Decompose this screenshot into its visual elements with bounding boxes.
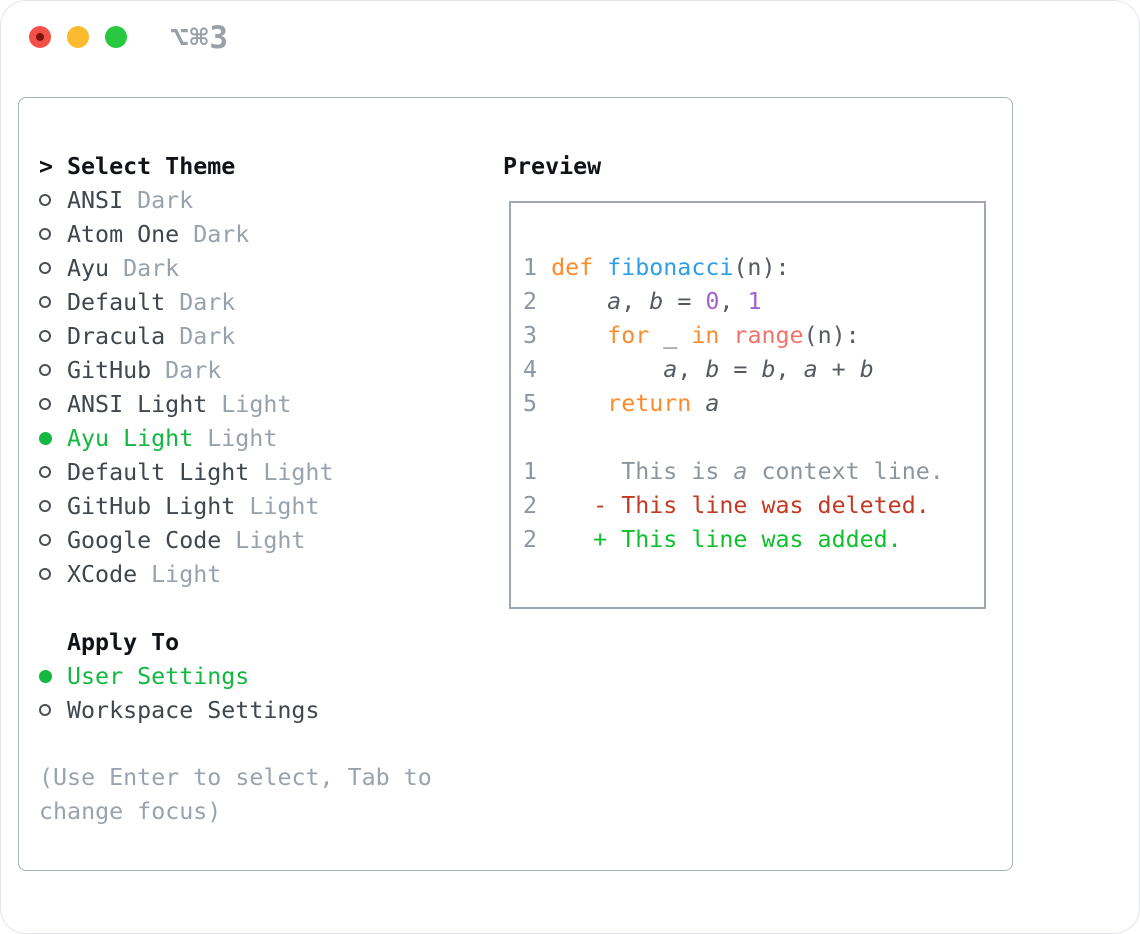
zoom-button[interactable]	[105, 26, 127, 48]
theme-option-label: Default	[67, 288, 166, 316]
radio-icon	[39, 228, 67, 240]
theme-option-ansi[interactable]: ANSI Dark	[39, 183, 333, 217]
radio-icon	[39, 534, 67, 546]
radio-icon	[39, 466, 67, 478]
theme-option-default-light[interactable]: Default Light Light	[39, 455, 333, 489]
apply-option-user-settings[interactable]: User Settings	[39, 659, 319, 693]
theme-variant-tag: Light	[249, 492, 320, 520]
apply-option-workspace-settings[interactable]: Workspace Settings	[39, 693, 319, 727]
theme-option-ayu[interactable]: Ayu Dark	[39, 251, 333, 285]
radio-icon	[39, 568, 67, 580]
select-theme-title: Select Theme	[67, 152, 236, 180]
preview-line: 1 This is a context line.	[523, 458, 944, 485]
apply-option-label: Workspace Settings	[67, 696, 320, 724]
theme-variant-tag: Dark	[123, 254, 180, 282]
preview-line: 2 a, b = 0, 1	[523, 288, 762, 315]
theme-option-google-code[interactable]: Google Code Light	[39, 523, 333, 557]
theme-option-label: Ayu Light	[67, 424, 194, 452]
radio-icon	[39, 398, 67, 410]
theme-variant-tag: Dark	[137, 186, 194, 214]
theme-variant-tag: Light	[207, 424, 278, 452]
help-text: (Use Enter to select, Tab to change focu…	[39, 761, 432, 829]
theme-option-dracula[interactable]: Dracula Dark	[39, 319, 333, 353]
theme-option-label: Ayu	[67, 254, 110, 282]
preview-code: 1 def fibonacci(n): 2 a, b = 0, 1 3 for _ …	[523, 251, 984, 557]
theme-option-label: Default Light	[67, 458, 250, 486]
prompt-icon: >	[39, 152, 54, 180]
theme-option-ayu-light[interactable]: Ayu Light Light	[39, 421, 333, 455]
help-line-2: change focus)	[39, 798, 222, 825]
theme-option-github[interactable]: GitHub Dark	[39, 353, 333, 387]
theme-option-label: Dracula	[67, 322, 166, 350]
preview-title: Preview	[503, 152, 602, 180]
window-shortcut-label: ⌥⌘3	[170, 20, 229, 56]
close-dot-icon	[36, 33, 44, 41]
theme-variant-tag: Dark	[179, 288, 236, 316]
radio-icon	[39, 500, 67, 512]
preview-line: 5 return a	[523, 390, 720, 417]
preview-line: 2 - This line was deleted.	[523, 492, 930, 519]
theme-option-label: GitHub Light	[67, 492, 236, 520]
theme-option-label: XCode	[67, 560, 138, 588]
theme-option-ansi-light[interactable]: ANSI Light Light	[39, 387, 333, 421]
theme-variant-tag: Light	[263, 458, 334, 486]
radio-icon	[39, 364, 67, 376]
theme-option-github-light[interactable]: GitHub Light Light	[39, 489, 333, 523]
radio-selected-icon	[39, 431, 67, 445]
radio-icon	[39, 704, 67, 716]
preview-line: 2 + This line was added.	[523, 526, 902, 553]
theme-variant-tag: Light	[151, 560, 222, 588]
apply-to-title: Apply To	[67, 628, 180, 656]
theme-variant-tag: Light	[235, 526, 306, 554]
theme-option-label: GitHub	[67, 356, 152, 384]
radio-icon	[39, 194, 67, 206]
apply-option-label: User Settings	[67, 662, 250, 690]
theme-option-atom-one[interactable]: Atom One Dark	[39, 217, 333, 251]
preview-line	[523, 421, 984, 455]
close-button[interactable]	[29, 26, 51, 48]
radio-icon	[39, 296, 67, 308]
theme-option-label: ANSI	[67, 186, 124, 214]
theme-option-xcode[interactable]: XCode Light	[39, 557, 333, 591]
radio-selected-icon	[39, 669, 67, 683]
theme-option-default[interactable]: Default Dark	[39, 285, 333, 319]
theme-option-label: ANSI Light	[67, 390, 208, 418]
theme-option-label: Atom One	[67, 220, 180, 248]
theme-variant-tag: Dark	[165, 356, 222, 384]
preview-line: 3 for _ in range(n):	[523, 322, 860, 349]
minimize-button[interactable]	[67, 26, 89, 48]
theme-option-label: Google Code	[67, 526, 222, 554]
radio-icon	[39, 330, 67, 342]
theme-variant-tag: Light	[221, 390, 292, 418]
help-line-1: (Use Enter to select, Tab to	[39, 764, 432, 791]
apply-to-header-row: Apply To	[39, 625, 319, 659]
preview-pane: 1 def fibonacci(n): 2 a, b = 0, 1 3 for _ …	[509, 201, 986, 609]
theme-variant-tag: Dark	[179, 322, 236, 350]
theme-variant-tag: Dark	[193, 220, 250, 248]
preview-line: 4 a, b = b, a + b	[523, 356, 874, 383]
select-theme-header-row: > Select Theme	[39, 149, 333, 183]
radio-icon	[39, 262, 67, 274]
preview-line: 1 def fibonacci(n):	[523, 254, 790, 281]
